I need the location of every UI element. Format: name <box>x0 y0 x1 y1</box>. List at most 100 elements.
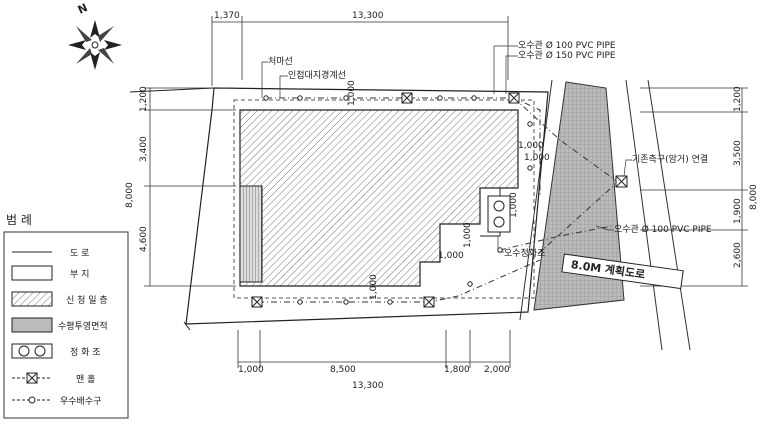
manhole <box>251 296 263 308</box>
legend-title: 범 례 <box>6 213 32 227</box>
rain-drain <box>471 95 477 101</box>
road-hatched-strip <box>533 81 625 311</box>
label-boundary-line: 인접대지경계선 <box>288 69 346 81</box>
legend-label-drain: 우수배수구 <box>60 396 101 407</box>
dim-right-total: 8,000 <box>749 184 759 210</box>
rain-drain <box>527 165 533 171</box>
pipe-top <box>266 97 541 196</box>
dim-inner-6: 1,000 <box>369 274 379 300</box>
eave-line <box>233 99 535 299</box>
dim-bottom-3: 1,800 <box>444 365 470 375</box>
dim-bottom-2: 8,500 <box>330 365 356 375</box>
label-pipe-100-right: 오수관 Ø 100 PVC PIPE <box>614 224 712 235</box>
manhole <box>508 92 520 104</box>
legend-symbol-drain <box>12 396 52 404</box>
compass-needle-sw <box>76 48 92 64</box>
legend-label-road: 도 로 <box>70 249 89 259</box>
legend-box <box>3 231 129 419</box>
dim-right-3: 1,900 <box>733 198 743 224</box>
legend-symbol-site <box>11 265 53 281</box>
legend-label-site: 부 지 <box>70 269 89 280</box>
legend-label-floor: 신 청 일 층 <box>66 295 108 306</box>
septic-tank-chamber-2 <box>493 216 505 228</box>
rain-drain <box>343 299 349 305</box>
dimension-lines <box>144 16 748 368</box>
dim-inner-7: 1,000 <box>524 153 550 163</box>
dim-right-2: 3,500 <box>733 140 743 166</box>
dim-left-2: 3,400 <box>139 136 149 162</box>
dim-top-2: 13,300 <box>352 11 384 21</box>
compass-needle-se <box>98 48 114 64</box>
north-label: N <box>76 1 90 17</box>
legend-label-projection: 수평투영면적 <box>58 320 108 332</box>
dim-bottom-4: 2,000 <box>484 365 510 375</box>
building-stair <box>239 185 263 283</box>
dim-bottom-1: 1,000 <box>238 365 264 375</box>
pipe-bottom <box>258 259 541 303</box>
dim-right-4: 2,600 <box>733 242 743 268</box>
compass-center <box>91 41 99 49</box>
road-line-far <box>647 79 691 351</box>
dim-left-total: 8,000 <box>125 182 135 208</box>
rain-drain <box>343 95 349 101</box>
road-line-left <box>519 79 553 321</box>
compass-needle-north <box>90 20 100 38</box>
pipe-diagonal <box>537 179 621 255</box>
legend-symbol-projection <box>11 317 53 333</box>
legend: 범 례 도 로 부 지 신 청 일 층 수평투영면적 정 화 조 맨 홀 우수배… <box>3 213 129 419</box>
north-arrow: N <box>68 1 122 70</box>
label-pipe-150: 오수관 Ø 150 PVC PIPE <box>518 50 616 61</box>
dim-inner-4: 1,000 <box>463 222 473 248</box>
dim-top-1: 1,370 <box>214 11 240 21</box>
rain-drain <box>387 299 393 305</box>
dim-inner-2: 1,000 <box>518 141 544 151</box>
drain-pipes <box>258 97 621 303</box>
legend-symbol-manhole <box>12 372 52 384</box>
dim-inner-5: 1,000 <box>438 251 464 261</box>
compass-needle-nw <box>76 26 92 42</box>
boundary-tick <box>183 321 191 331</box>
septic-tank-box <box>487 195 511 233</box>
manhole <box>401 92 413 104</box>
septic-tank <box>487 195 511 233</box>
manholes <box>251 92 628 308</box>
legend-label-septic: 정 화 조 <box>70 347 101 358</box>
dim-right-1: 1,200 <box>733 86 743 112</box>
dim-bottom-total: 13,300 <box>352 381 384 391</box>
label-pipe-100: 오수관 Ø 100 PVC PIPE <box>518 40 616 51</box>
rain-drain <box>467 281 473 287</box>
manhole <box>423 296 435 308</box>
rain-drain <box>527 121 533 127</box>
label-existing-outlet: 기존측구(암거) 연결 <box>632 153 708 165</box>
manhole <box>615 175 628 188</box>
dim-left-1: 1,200 <box>139 86 149 112</box>
compass-needle-south <box>90 52 100 70</box>
road-line-right <box>625 79 663 351</box>
compass-needle-west <box>68 40 86 50</box>
site-boundary <box>185 87 549 325</box>
rain-drains <box>263 95 533 305</box>
legend-label-manhole: 맨 홀 <box>76 373 95 385</box>
septic-tank-chamber-1 <box>493 200 505 212</box>
label-septic-tank: 오수정화조 <box>504 248 545 259</box>
rain-drain <box>297 299 303 305</box>
boundary-extension-top <box>129 87 215 93</box>
compass-needle-ne <box>98 26 114 42</box>
rain-drain <box>297 95 303 101</box>
road-label-box <box>561 253 684 290</box>
legend-symbol-floor <box>11 291 53 307</box>
pipe-right <box>499 225 613 251</box>
leader-lines <box>261 45 632 253</box>
compass-needle-east <box>104 40 122 50</box>
legend-symbol-septic-circle-1 <box>18 345 30 357</box>
dim-inner-1: 1,000 <box>347 80 357 106</box>
rain-drain <box>497 247 503 253</box>
legend-symbol-septic-circle-2 <box>34 345 46 357</box>
legend-symbol-septic <box>11 343 53 359</box>
building-footprint <box>239 109 519 287</box>
rain-drain <box>437 95 443 101</box>
dim-inner-3: 1,000 <box>509 192 519 218</box>
rain-drain <box>263 95 269 101</box>
